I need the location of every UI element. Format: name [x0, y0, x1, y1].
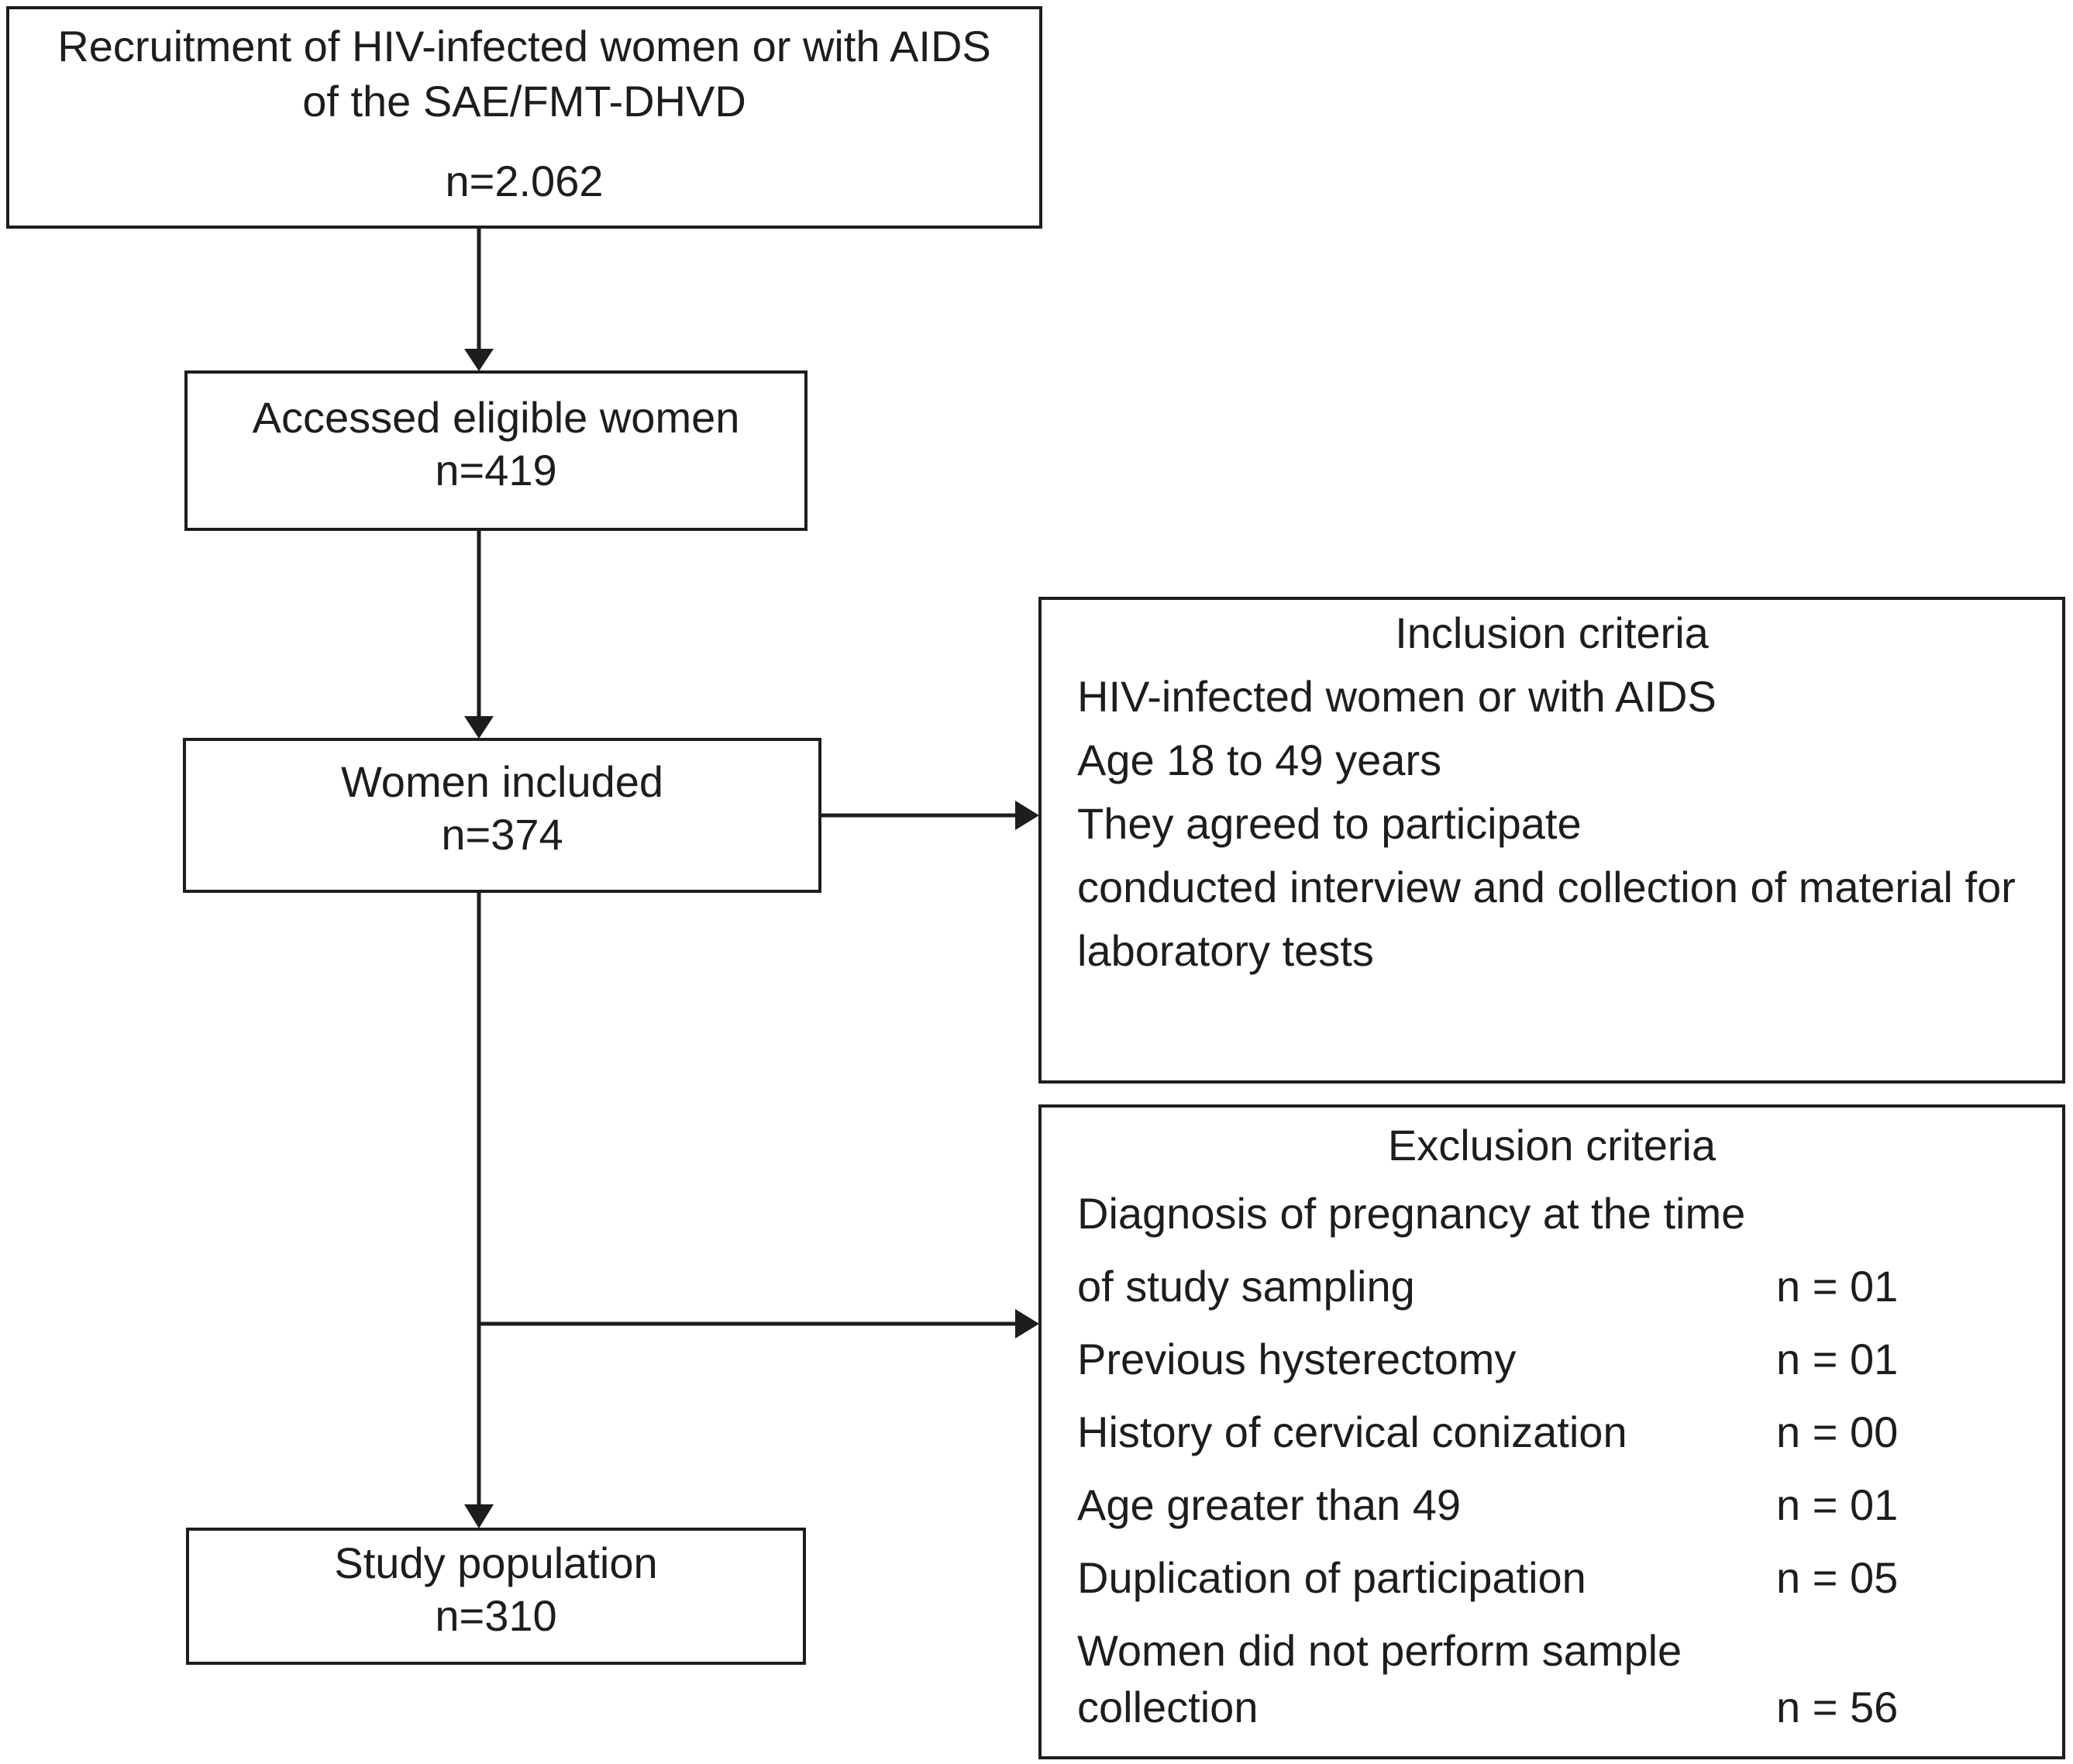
included-count: n=374: [441, 810, 563, 859]
arrow-branch-to-exclusion-criteria: [479, 1309, 1039, 1339]
included-label: Women included: [340, 757, 664, 806]
exclusion-item-label: Women did not perform sample: [1077, 1626, 1682, 1675]
inclusion-item: Age 18 to 49 years: [1077, 736, 1442, 784]
exclusion-item-count: n = 01: [1776, 1480, 1899, 1529]
exclusion-item-row: of study sampling n = 01: [1077, 1250, 2027, 1323]
study-population-count: n=310: [435, 1590, 557, 1640]
box-women-included: Women included n=374: [183, 738, 821, 893]
inclusion-item: laboratory tests: [1077, 926, 1374, 975]
exclusion-item-count: n = 05: [1776, 1553, 1899, 1602]
exclusion-item-count: n = 00: [1776, 1407, 1899, 1456]
exclusion-criteria-title: Exclusion criteria: [1387, 1121, 1717, 1170]
exclusion-item-row: History of cervical conization n = 00: [1077, 1396, 2027, 1469]
exclusion-item-count: n = 01: [1776, 1335, 1899, 1383]
exclusion-item-label: Previous hysterectomy: [1077, 1335, 1517, 1383]
exclusion-item-label: History of cervical conization: [1077, 1407, 1627, 1456]
box-study-population: Study population n=310: [186, 1528, 806, 1665]
box-recruitment: Recruitment of HIV-infected women or wit…: [6, 6, 1042, 229]
box-exclusion-criteria: Exclusion criteria Diagnosis of pregnanc…: [1038, 1104, 2065, 1759]
accessed-label: Accessed eligible women: [252, 392, 740, 442]
exclusion-item-label: of study sampling: [1077, 1262, 1415, 1311]
inclusion-item: They agreed to participate: [1077, 799, 1582, 848]
arrow-included-to-inclusion-criteria: [821, 801, 1039, 830]
exclusion-item-label: Duplication of participation: [1077, 1553, 1586, 1602]
inclusion-item: conducted interview and collection of ma…: [1077, 863, 2016, 911]
recruitment-title-line2: of the SAE/FMT-DHVD: [302, 77, 746, 126]
study-population-label: Study population: [334, 1538, 658, 1587]
recruitment-title-line1: Recruitment of HIV-infected women or wit…: [57, 22, 991, 71]
exclusion-item-row: Previous hysterectomy n = 01: [1077, 1323, 2027, 1396]
exclusion-item-count: n = 56: [1776, 1683, 1899, 1731]
exclusion-item-row: collection n = 56: [1077, 1683, 2027, 1731]
exclusion-item-row: Age greater than 49 n = 01: [1077, 1469, 2027, 1542]
recruitment-count: n=2.062: [445, 157, 604, 205]
box-inclusion-criteria: Inclusion criteria HIV-infected women or…: [1038, 597, 2065, 1084]
box-accessed-eligible-women: Accessed eligible women n=419: [184, 370, 808, 531]
exclusion-item-count: n = 01: [1776, 1262, 1899, 1311]
exclusion-item-label: Age greater than 49: [1077, 1480, 1462, 1529]
exclusion-item-label: collection: [1077, 1683, 1259, 1731]
arrow-accessed-to-included: [464, 531, 494, 739]
exclusion-item-label: Diagnosis of pregnancy at the time: [1077, 1189, 1746, 1238]
accessed-count: n=419: [435, 445, 557, 494]
inclusion-criteria-title: Inclusion criteria: [1395, 608, 1709, 657]
inclusion-item: HIV-infected women or with AIDS: [1077, 672, 1717, 721]
arrow-recruitment-to-accessed: [464, 229, 494, 371]
exclusion-item-row: Duplication of participation n = 05: [1077, 1542, 2027, 1614]
arrow-included-to-study-population: [464, 893, 494, 1528]
